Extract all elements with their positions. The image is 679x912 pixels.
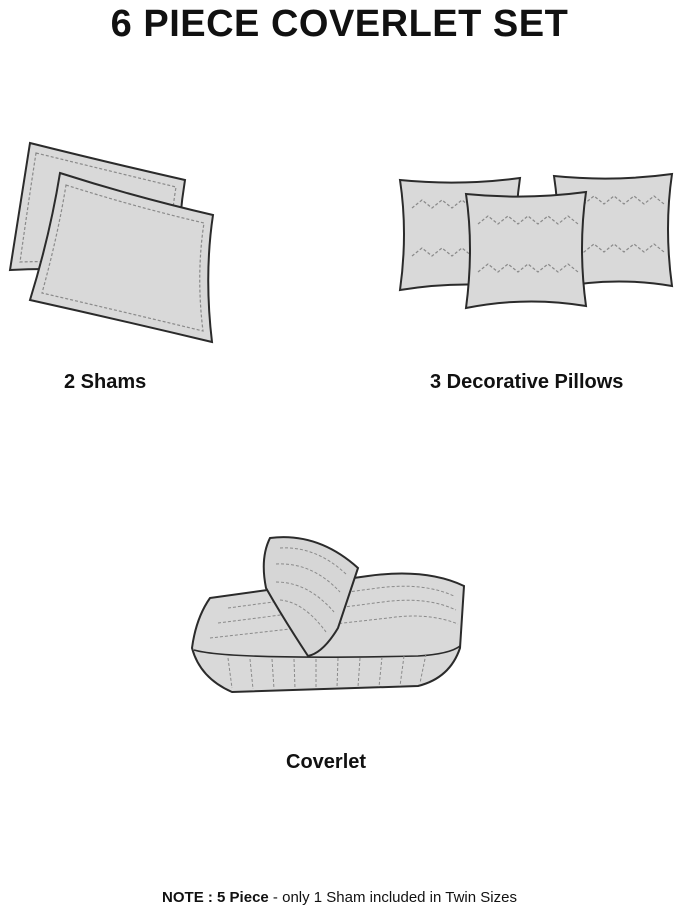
pillows-illustration (398, 172, 674, 310)
note-rest: - only 1 Sham included in Twin Sizes (268, 889, 517, 906)
coverlet-folded (190, 536, 466, 694)
coverlet-label: Coverlet (286, 751, 367, 773)
note-prefix: NOTE : (162, 889, 218, 906)
sham-front (28, 171, 215, 344)
shams-label: 2 Shams (64, 371, 147, 393)
pillows-label: 3 Decorative Pillows (430, 371, 624, 393)
shams-illustration (8, 141, 215, 344)
coverlet-illustration (190, 536, 466, 694)
footnote: NOTE : 5 Piece - only 1 Sham included in… (0, 888, 679, 908)
pillow-center (464, 190, 588, 310)
page-title: 6 PIECE COVERLET SET (110, 3, 569, 45)
note-bold: 5 Piece (217, 889, 269, 906)
